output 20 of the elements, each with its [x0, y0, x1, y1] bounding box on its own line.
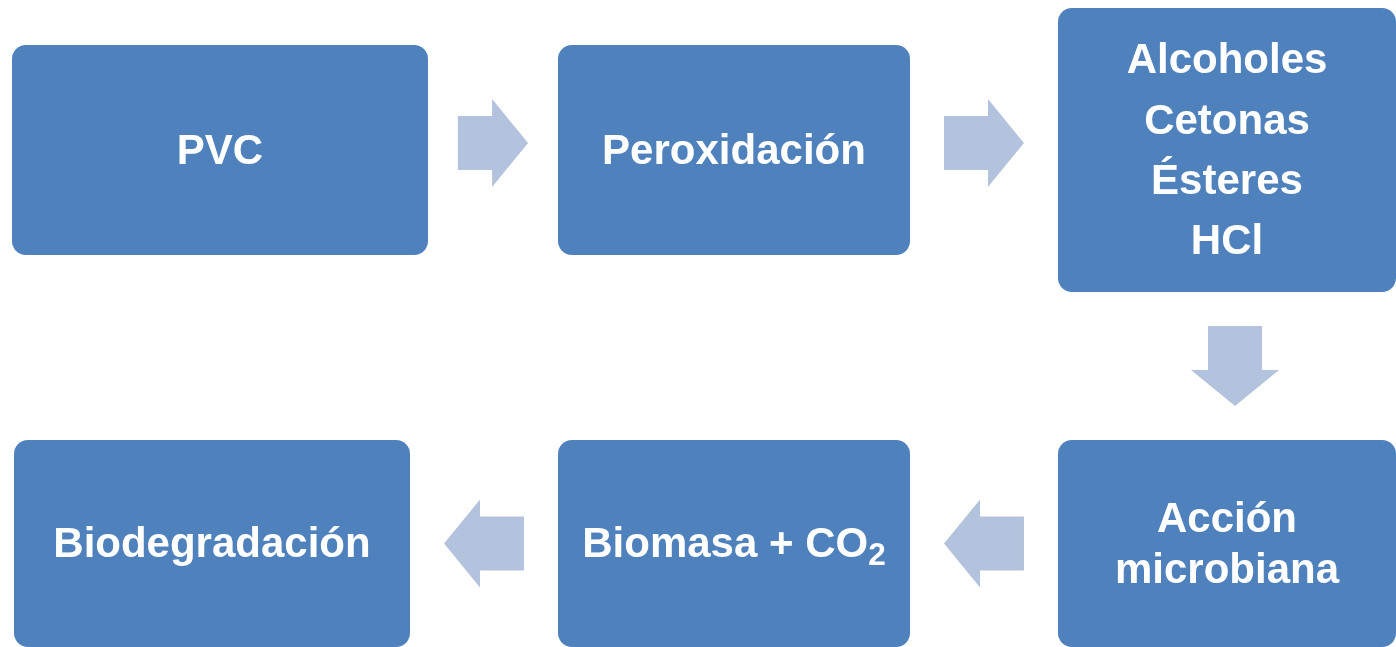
process-box — [1058, 8, 1396, 292]
block-arrow — [944, 99, 1024, 187]
process-box — [12, 45, 428, 255]
box-label: Biodegradación — [53, 518, 371, 569]
process-box — [14, 440, 410, 647]
box-label: HCl — [1190, 215, 1264, 266]
box-label: Ésteres — [1151, 155, 1303, 205]
box-label: PVC — [176, 124, 264, 175]
box-label: Alcoholes — [1126, 34, 1328, 85]
block-arrow — [457, 99, 529, 187]
block-arrow — [444, 499, 524, 588]
block-arrow — [944, 499, 1024, 588]
box-label: Biomasa + CO$_{2}$ — [582, 518, 886, 569]
box-label: Acción microbiana — [1113, 493, 1341, 594]
box-label: Peroxidación — [602, 124, 866, 175]
process-box — [1058, 440, 1396, 647]
process-box — [558, 45, 910, 255]
box-label: Cetonas — [1144, 94, 1310, 145]
block-arrow — [1191, 326, 1279, 406]
process-box — [558, 440, 910, 647]
